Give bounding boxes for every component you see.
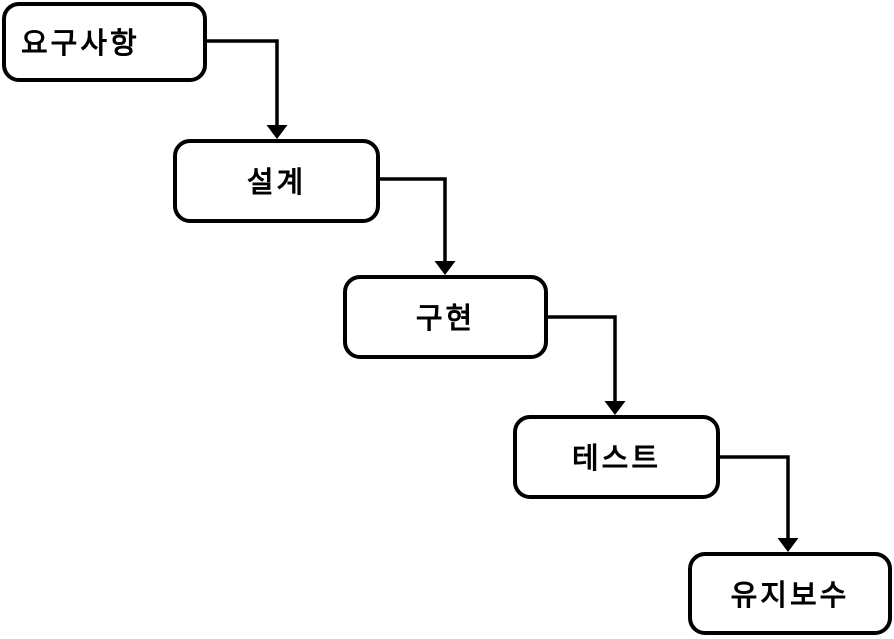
node-implementation: 구현	[343, 275, 548, 359]
node-implementation-label: 구현	[415, 303, 476, 335]
node-test-label: 테스트	[571, 443, 662, 475]
connector-design-implementation	[378, 177, 456, 275]
connector-test-maintenance	[718, 455, 799, 552]
node-requirements-label: 요구사항	[21, 28, 140, 60]
node-design: 설계	[173, 139, 380, 223]
node-design-label: 설계	[246, 167, 307, 199]
node-test: 테스트	[513, 415, 720, 499]
node-requirements: 요구사항	[2, 2, 207, 82]
node-maintenance-label: 유지보수	[730, 579, 850, 612]
node-maintenance: 유지보수	[688, 552, 892, 635]
connector-implementation-test	[546, 315, 626, 415]
connector-requirements-design	[205, 39, 288, 139]
